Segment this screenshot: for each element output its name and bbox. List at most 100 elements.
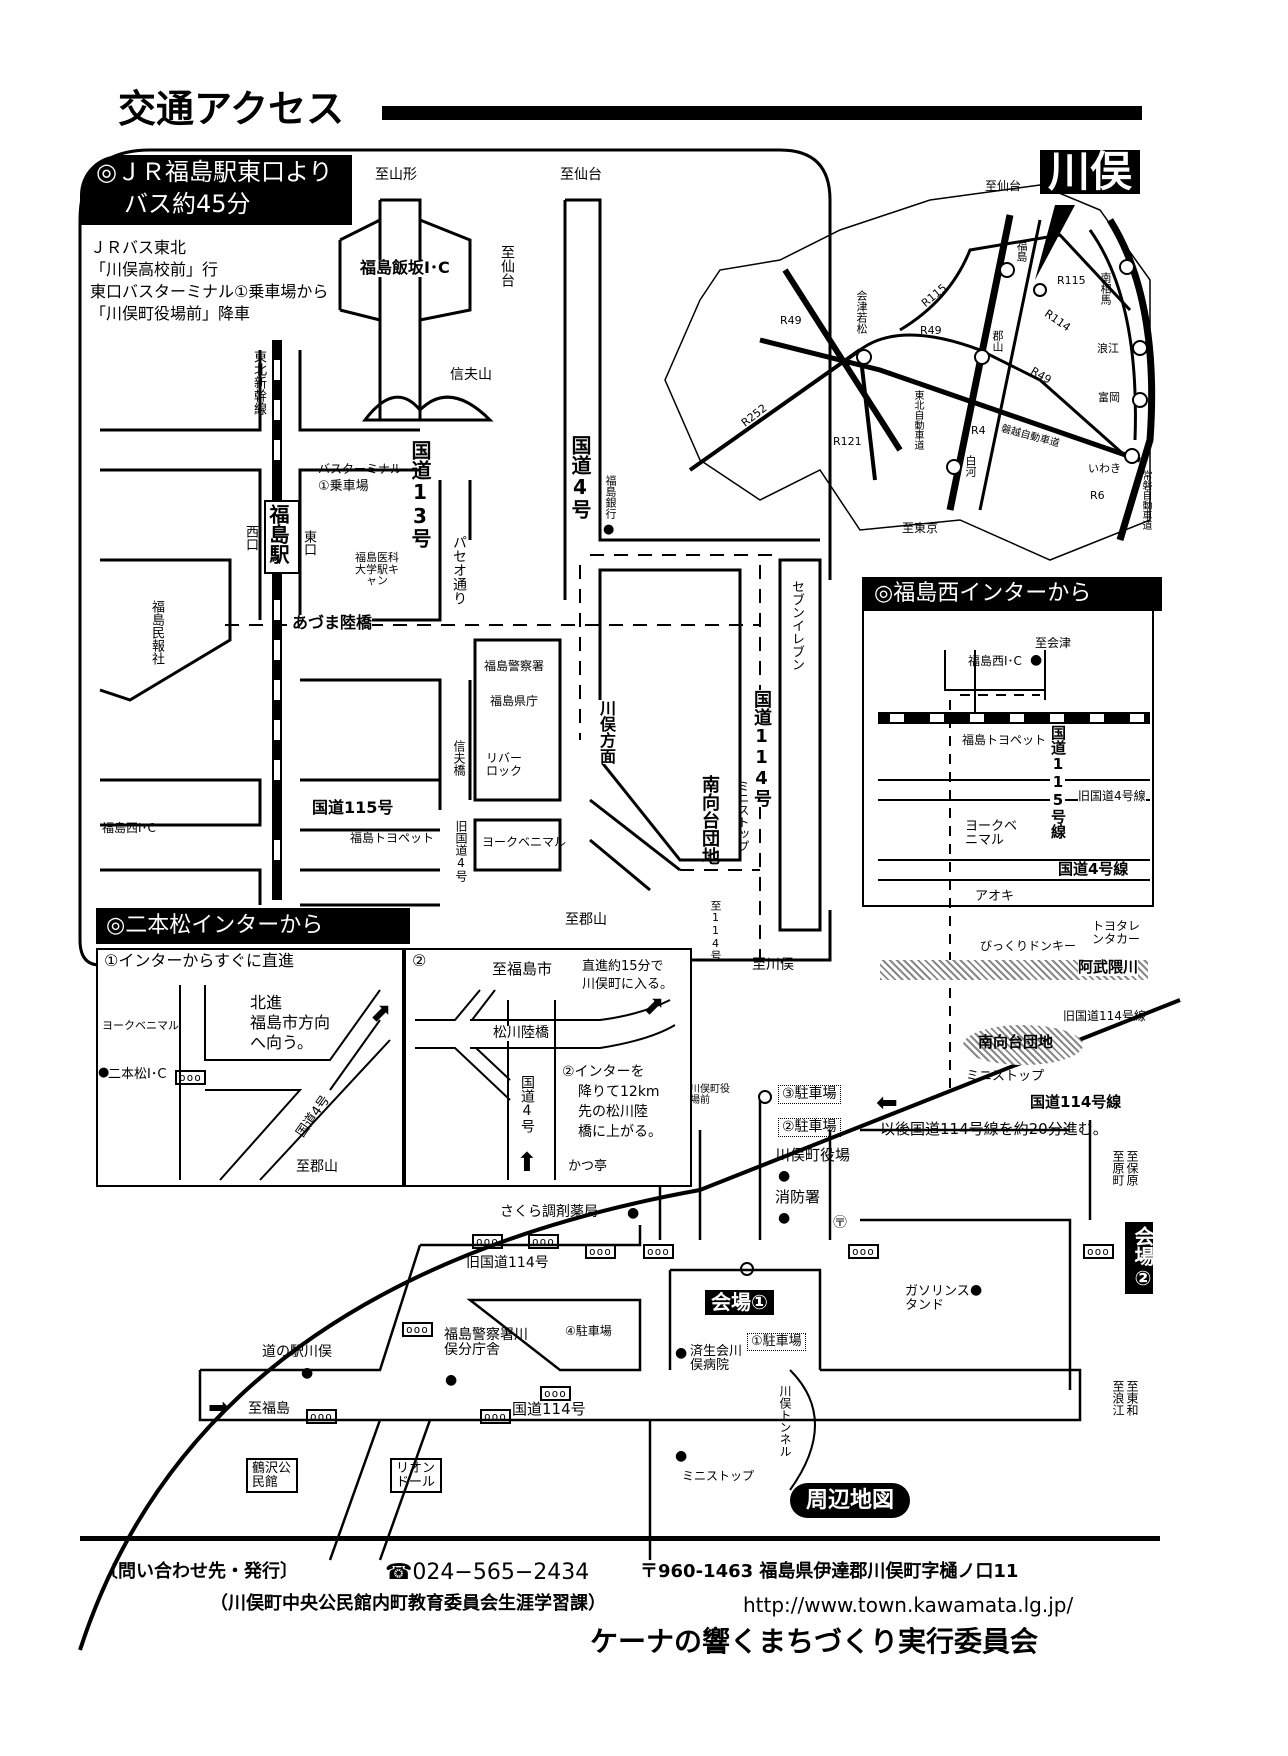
signal-9: ooo — [306, 1405, 337, 1424]
label-nishi-ic: 福島西I･C — [102, 821, 156, 835]
michinoeki-marker — [301, 1365, 313, 1381]
nihonmatsu-panel-2 — [404, 948, 692, 1187]
nishi-ic-header: ◎福島西インターから — [862, 577, 1162, 611]
footer-rule — [80, 1536, 1160, 1541]
local-to-fukushima: 至福島 — [248, 1401, 290, 1417]
inset-to-tokyo: 至東京 — [902, 521, 939, 535]
nihonmatsu-p2-note-mid-1: ②インターを — [562, 1064, 645, 1080]
local-saiseikai: 済生会川俣病院 — [690, 1344, 743, 1373]
nishi-old-route114: 旧国道114号線 — [1063, 1009, 1146, 1023]
nishi-toyopet: 福島トヨペット — [962, 733, 1047, 747]
label-shinobu-bridge: 信夫橋 — [452, 740, 466, 776]
label-bus-terminal: バスターミナル — [318, 462, 403, 476]
nishi-route114: 国道114号線 — [1030, 1093, 1122, 1111]
inset-joban-exp: 常磐自動車道 — [1140, 470, 1151, 530]
inset-r4: R4 — [971, 424, 986, 437]
footer-contact-label: 〔問い合わせ先・発行〕 — [100, 1561, 298, 1582]
jr-instruction-4: 「川俣町役場前」降車 — [90, 304, 251, 323]
local-police-branch: 福島警察署川俣分庁舎 — [444, 1327, 528, 1358]
inset-tohoku-exp: 東北自動車道 — [912, 390, 923, 450]
nihonmatsu-p1-dir-1: 北進 — [250, 993, 283, 1012]
footer-org: ケーナの響くまちづくり実行委員会 — [590, 1625, 1039, 1658]
footer-address: 〒960-1463 福島県伊達郡川俣町字樋ノ口11 — [640, 1561, 1019, 1582]
inset-to-sendai: 至仙台 — [985, 179, 1022, 193]
signal-6: ooo — [1083, 1240, 1114, 1259]
label-toyopet: 福島トヨペット — [350, 831, 435, 845]
label-york: ヨークベニマル — [482, 835, 567, 849]
inset-r115-b: R115 — [1057, 274, 1086, 287]
inset-shirakawa: 白河 — [964, 455, 977, 477]
nihonmatsu-p2-to-fukushima: 至福島市 — [492, 960, 553, 978]
label-paseo: パセオ通り — [451, 535, 467, 605]
nihonmatsu-p2-note-mid-2: 降りて12km — [578, 1084, 660, 1100]
venue2-badge: 会場② — [1125, 1222, 1155, 1294]
label-police: 福島警察署 — [484, 659, 545, 673]
jr-header-line2: バス約45分 — [124, 190, 251, 218]
nihonmatsu-p2-matsukawa: 松川陸橋 — [493, 1025, 549, 1041]
label-azuma-bridge: あづま陸橋 — [292, 613, 373, 632]
entry-arrow-icon: ➡ — [208, 1393, 230, 1423]
inset-koriyama: 郡山 — [991, 330, 1004, 352]
footer-phone: ☎024−565−2434 — [385, 1560, 590, 1585]
nihonmatsu-p2-note-mid-3: 先の松川陸 — [578, 1104, 648, 1120]
police-branch-marker — [445, 1372, 457, 1388]
local-to-namie: 至浪江 — [1111, 1380, 1125, 1416]
signal-2: ooo — [528, 1230, 559, 1249]
inset-iwaki: いわき — [1088, 462, 1121, 475]
nishi-minamimukai: 南向台団地 — [978, 1033, 1054, 1051]
footer-dept: （川俣町中央公民館内町教育委員会生涯学習課） — [210, 1593, 606, 1614]
label-shinobuyama: 信夫山 — [450, 367, 492, 383]
local-parking3: ③駐車場 — [778, 1085, 841, 1104]
label-to-koriyama: 至郡山 — [565, 912, 607, 928]
label-bus-stop: ①乗車場 — [318, 479, 369, 494]
local-map-title: 周辺地図 — [790, 1483, 911, 1519]
up-arrow-icon: ⬆ — [516, 1148, 538, 1178]
nihonmatsu-p1-dir-3: へ向う。 — [250, 1033, 314, 1052]
inset-r49-a: R49 — [780, 314, 802, 327]
nishi-york: ヨークベニマル — [965, 819, 1018, 848]
nishi-note: 以後国道114号線を約20分進む。 — [880, 1120, 1108, 1138]
fire-station-marker — [778, 1210, 790, 1226]
north-arrow-icon: ⬈ — [370, 998, 392, 1028]
jr-instruction-2: 「川俣高校前」行 — [90, 260, 219, 279]
nihonmatsu-p1-to-koriyama: 至郡山 — [296, 1159, 338, 1175]
local-michinoeki: 道の駅川俣 — [262, 1344, 332, 1360]
footer-url[interactable]: http://www.town.kawamata.lg.jp/ — [743, 1593, 1074, 1617]
inset-title: 川俣 — [1040, 149, 1141, 195]
local-sakura-pharmacy: さくら調剤薬局 — [500, 1204, 598, 1220]
label-iizaka-ic: 福島飯坂I･C — [360, 258, 450, 277]
local-parking4: ④駐車場 — [565, 1324, 612, 1338]
inset-tomioka: 富岡 — [1098, 391, 1120, 404]
traffic-signal-icon: ooo — [175, 1066, 206, 1085]
local-parking1: ①駐車場 — [747, 1333, 806, 1351]
nishi-ministop: ミニストップ — [966, 1069, 1045, 1084]
title-rule — [382, 106, 1142, 120]
nihonmatsu-p2-route4: 国道4号 — [519, 1075, 535, 1133]
ministop-marker — [675, 1448, 687, 1464]
venue1-badge: 会場① — [705, 1290, 774, 1315]
label-to-114: 至114号 — [709, 900, 722, 961]
gas-station-marker — [970, 1282, 982, 1298]
local-ministop: ミニストップ — [682, 1469, 755, 1483]
label-to-kawamata: 至川俣 — [752, 957, 794, 973]
nihonmatsu-p1-dir-2: 福島市方向 — [250, 1013, 331, 1032]
nishi-route4: 国道4号線 — [1058, 860, 1129, 878]
label-old-route4: 旧国道4号 — [454, 820, 468, 882]
nihonmatsu-header: ◎二本松インターから — [96, 908, 410, 944]
local-town-hall-stop: 川俣町役場前 — [690, 1084, 730, 1106]
nihonmatsu-p1-ic: 二本松I･C — [108, 1067, 167, 1082]
nihonmatsu-p1-york: ヨークベニマル — [102, 1019, 179, 1032]
nihonmatsu-p2-num: ② — [412, 951, 427, 970]
signal-4: ooo — [643, 1240, 674, 1259]
label-east-exit: 東口 — [301, 530, 316, 556]
inset-r49-b: R49 — [920, 324, 942, 337]
nishi-bikkuri: びっくりドンキー — [980, 939, 1077, 953]
venue1-stop-icon — [740, 1262, 754, 1276]
pharmacy-marker — [627, 1205, 639, 1221]
label-ministop: ミニストップ — [736, 780, 750, 852]
minamimukai-area — [963, 1025, 1083, 1065]
local-gas-station: ガソリンスタンド — [905, 1284, 970, 1313]
nishi-old-route4: 旧国道4号線 — [1078, 789, 1146, 803]
